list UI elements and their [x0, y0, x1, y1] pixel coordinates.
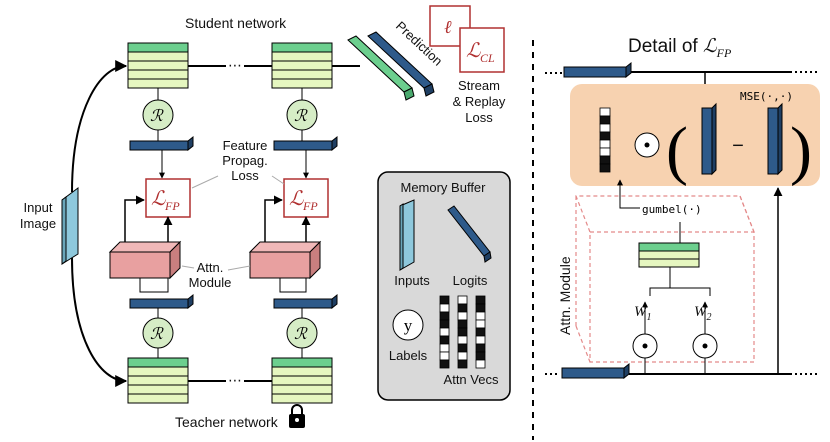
svg-text:y: y	[404, 316, 413, 335]
svg-text:ℛ: ℛ	[150, 108, 164, 125]
teacher-feature-bar-2	[273, 293, 338, 310]
buffer-inputs-icon	[399, 199, 415, 271]
svg-text:Loss: Loss	[231, 168, 259, 183]
svg-text:ℛ: ℛ	[294, 326, 308, 343]
lock-icon	[289, 404, 305, 428]
detail-teacher-vec	[767, 102, 783, 176]
svg-text:ℒ: ℒ	[151, 188, 166, 210]
student-feature-bar-1	[129, 135, 194, 152]
r-operator-student-1: ℛ	[142, 88, 174, 141]
buffer-label-icon: y	[392, 309, 424, 341]
svg-text:(: (	[666, 114, 688, 187]
r-operator-student-2: ℛ	[286, 88, 318, 141]
mse-label: MSE(·,·)	[740, 90, 793, 103]
svg-text:Stream: Stream	[458, 78, 500, 93]
svg-text:FP: FP	[164, 199, 180, 213]
fp-loss-box-1: ℒ FP	[145, 178, 191, 218]
prediction-bars	[347, 31, 435, 101]
teacher-layer-stack-1	[127, 357, 189, 404]
attn-module-label-left: Attn. Module	[189, 260, 232, 290]
teacher-network-label: Teacher network	[175, 414, 279, 430]
svg-text:Module: Module	[189, 275, 232, 290]
attn-module-box-2	[248, 240, 322, 280]
loss-cards: ℓ ℒ CL	[429, 5, 505, 73]
buffer-logits-label: Logits	[453, 273, 488, 288]
input-image	[61, 187, 79, 265]
odot-w2	[692, 333, 718, 359]
student-layer-stack-2	[271, 42, 333, 89]
buffer-labels-label: Labels	[389, 348, 428, 363]
svg-text:⋯: ⋯	[228, 372, 242, 388]
w1-label: W1	[634, 304, 652, 323]
student-network-label: Student network	[185, 15, 287, 31]
detail-attn-vector	[599, 107, 611, 173]
attn-module-green-stack	[638, 242, 700, 268]
odot-operator	[634, 132, 660, 158]
svg-text:ℒ: ℒ	[289, 188, 304, 210]
detail-student-vec	[701, 102, 717, 176]
memory-buffer-title: Memory Buffer	[400, 180, 486, 195]
svg-text:⋯: ⋯	[228, 57, 242, 73]
detail-student-feature-bar	[563, 61, 632, 79]
buffer-inputs-label: Inputs	[394, 273, 430, 288]
fp-loss-box-2: ℒ FP	[283, 178, 329, 218]
w2-label: W2	[694, 304, 712, 323]
feature-propag-loss-label: Feature Propag. Loss	[222, 138, 268, 183]
svg-text:Feature: Feature	[223, 138, 268, 153]
svg-text:ℛ: ℛ	[294, 108, 308, 125]
svg-text:ℒ: ℒ	[466, 40, 481, 62]
input-image-label: Input Image	[20, 200, 56, 231]
fp-loss-detail-box	[570, 84, 820, 186]
attn-module-dashed-box	[575, 195, 755, 363]
svg-text:CL: CL	[480, 51, 495, 65]
svg-text:FP: FP	[302, 199, 318, 213]
student-layer-stack-1	[127, 42, 189, 89]
svg-text:Attn.: Attn.	[197, 260, 224, 275]
r-operator-teacher-1: ℛ	[142, 308, 174, 358]
teacher-feature-bar-1	[129, 293, 194, 310]
minus-operator: −	[732, 135, 744, 157]
stream-replay-loss-label: Stream & Replay Loss	[453, 78, 506, 125]
svg-text:): )	[790, 114, 812, 187]
gumbel-label: gumbel(·)	[642, 203, 702, 216]
r-operator-teacher-2: ℛ	[286, 308, 318, 358]
buffer-attn-vecs-icon	[439, 295, 486, 369]
detail-title: Detail of ℒFP	[628, 36, 732, 60]
svg-text:Input: Input	[24, 200, 53, 215]
svg-text:ℓ: ℓ	[444, 17, 452, 37]
svg-text:Propag.: Propag.	[222, 153, 268, 168]
detail-teacher-feature-bar	[561, 362, 630, 380]
svg-text:Loss: Loss	[465, 110, 493, 125]
svg-text:& Replay: & Replay	[453, 94, 506, 109]
attn-module-box-1	[108, 240, 182, 280]
student-feature-bar-2	[273, 135, 338, 152]
buffer-attn-vecs-label: Attn Vecs	[444, 372, 499, 387]
buffer-logits-icon	[447, 205, 492, 263]
odot-w1	[632, 333, 658, 359]
teacher-layer-stack-2	[271, 357, 333, 404]
svg-text:Image: Image	[20, 216, 56, 231]
attn-module-label-right: Attn. Module	[557, 256, 573, 335]
svg-text:ℛ: ℛ	[150, 326, 164, 343]
